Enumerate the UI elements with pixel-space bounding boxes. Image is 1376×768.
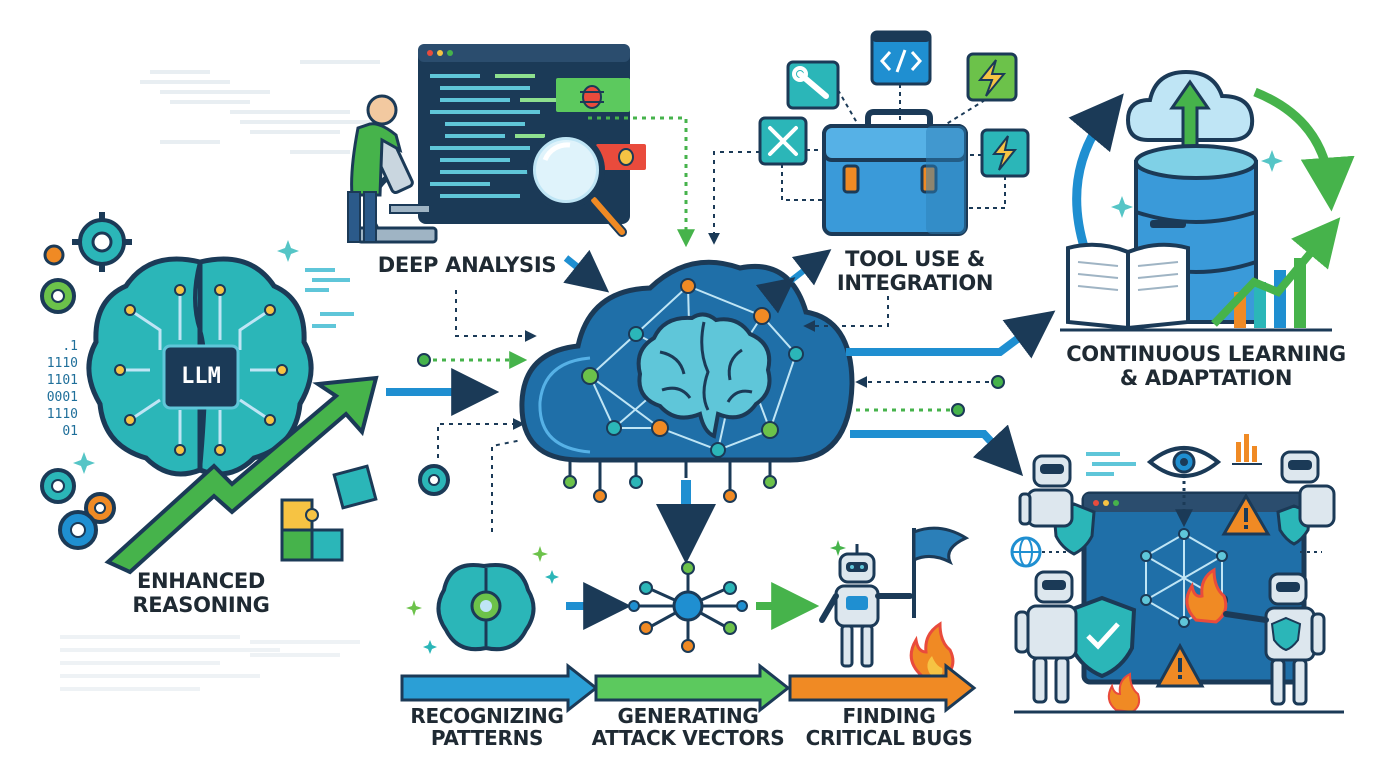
code-icon: [879, 49, 923, 73]
binary-line: 0001: [46, 390, 78, 405]
label-line: & ADAPTATION: [1119, 365, 1293, 390]
label-line: TOOL USE &: [845, 247, 985, 271]
continuous-learning-illustration: [1060, 69, 1355, 332]
gear-icon: [40, 278, 76, 314]
growth-arrow: [104, 375, 379, 575]
flame-icon: [1107, 672, 1141, 714]
flame-icon: [1185, 567, 1228, 624]
puzzle-icon: [280, 464, 378, 562]
binary-line: 1110: [46, 407, 78, 422]
faint-text-lines: [60, 635, 360, 691]
gear-icon: [40, 468, 76, 504]
gear-icon: [418, 464, 450, 496]
binary-line: 01: [62, 424, 78, 439]
label-enhanced-reasoning: ENHANCED REASONING: [106, 569, 296, 617]
label-line: CRITICAL BUGS: [805, 726, 973, 751]
robot-icon: [819, 544, 913, 668]
hammer-icon: [768, 126, 798, 156]
globe-icon: [1010, 536, 1042, 568]
chart-icon: [1232, 434, 1262, 465]
label-finding-critical-bugs: FINDING CRITICAL BUGS: [804, 705, 974, 750]
network-icon: [628, 561, 748, 653]
label-line: PATTERNS: [430, 726, 544, 751]
robot-icon: [1014, 570, 1078, 704]
warning-icon: [1155, 642, 1205, 688]
toolbox-icon: [822, 109, 968, 236]
llm-chip-label: LLM: [181, 364, 221, 389]
scientist-figure: [347, 94, 403, 243]
label-line: FINDING: [842, 704, 936, 728]
bug-icon: [618, 148, 634, 166]
flame-icon: [909, 621, 955, 680]
label-line: CONTINUOUS LEARNING: [1066, 342, 1346, 366]
brain-icon: [86, 256, 314, 477]
flag-icon: [912, 526, 970, 618]
enhanced-reasoning-illustration: [40, 212, 379, 575]
gear-icon: [43, 244, 65, 266]
label-deep-analysis: DEEP ANALYSIS: [372, 253, 562, 278]
pattern-recognition-icon: [406, 546, 559, 654]
label-line: INTEGRATION: [836, 270, 994, 295]
binary-line: .1: [62, 339, 78, 354]
security-team-illustration: [1010, 434, 1344, 714]
brain-icon: [636, 312, 772, 439]
binary-line: 1101: [46, 373, 78, 388]
label-tool-use: TOOL USE & INTEGRATION: [826, 247, 1004, 295]
eye-icon: [1146, 446, 1222, 478]
label-generating-attack-vectors: GENERATING ATTACK VECTORS: [588, 705, 788, 750]
deep-analysis-illustration: [347, 44, 646, 244]
label-line: RECOGNIZING: [410, 704, 564, 728]
book-icon: [1066, 242, 1190, 331]
growth-bar-chart-icon: [1211, 217, 1341, 328]
warning-icon: [1221, 493, 1271, 536]
label-continuous-learning: CONTINUOUS LEARNING & ADAPTATION: [1060, 342, 1352, 390]
robot-icon: [1280, 450, 1336, 528]
lightning-icon: [991, 135, 1018, 171]
shield-icon: [1067, 595, 1137, 679]
label-line: ATTACK VECTORS: [591, 726, 785, 751]
tool-use-illustration: [758, 30, 1030, 236]
robot-icon: [1018, 454, 1074, 528]
magnifier-icon: [527, 131, 627, 237]
gear-icon: [58, 510, 98, 550]
cycle-arrow: [1253, 87, 1355, 212]
label-recognizing-patterns: RECOGNIZING PATTERNS: [402, 705, 572, 750]
binary-line: 1110: [46, 356, 78, 371]
cycle-arrow: [1068, 93, 1124, 252]
label-line: DEEP ANALYSIS: [377, 253, 557, 277]
label-line: ENHANCED: [136, 569, 266, 593]
label-line: REASONING: [132, 592, 270, 617]
world-map-background: [140, 60, 380, 154]
gear-icon: [72, 212, 132, 272]
cloud-upload-icon: [1125, 69, 1255, 152]
lightning-icon: [977, 59, 1007, 97]
central-ai-cloud: [519, 259, 855, 503]
gear-icon: [84, 492, 116, 524]
wrench-icon: [792, 66, 829, 99]
flow-connectors: [386, 116, 1056, 564]
pipeline-arrows: [400, 662, 977, 714]
binary-code-column: .1 1110 1101 0001 1110 01: [32, 338, 78, 440]
llm-chip: [162, 344, 240, 410]
robot-icon: [1223, 572, 1326, 706]
label-line: GENERATING: [617, 704, 759, 728]
bug-icon: [580, 85, 604, 109]
